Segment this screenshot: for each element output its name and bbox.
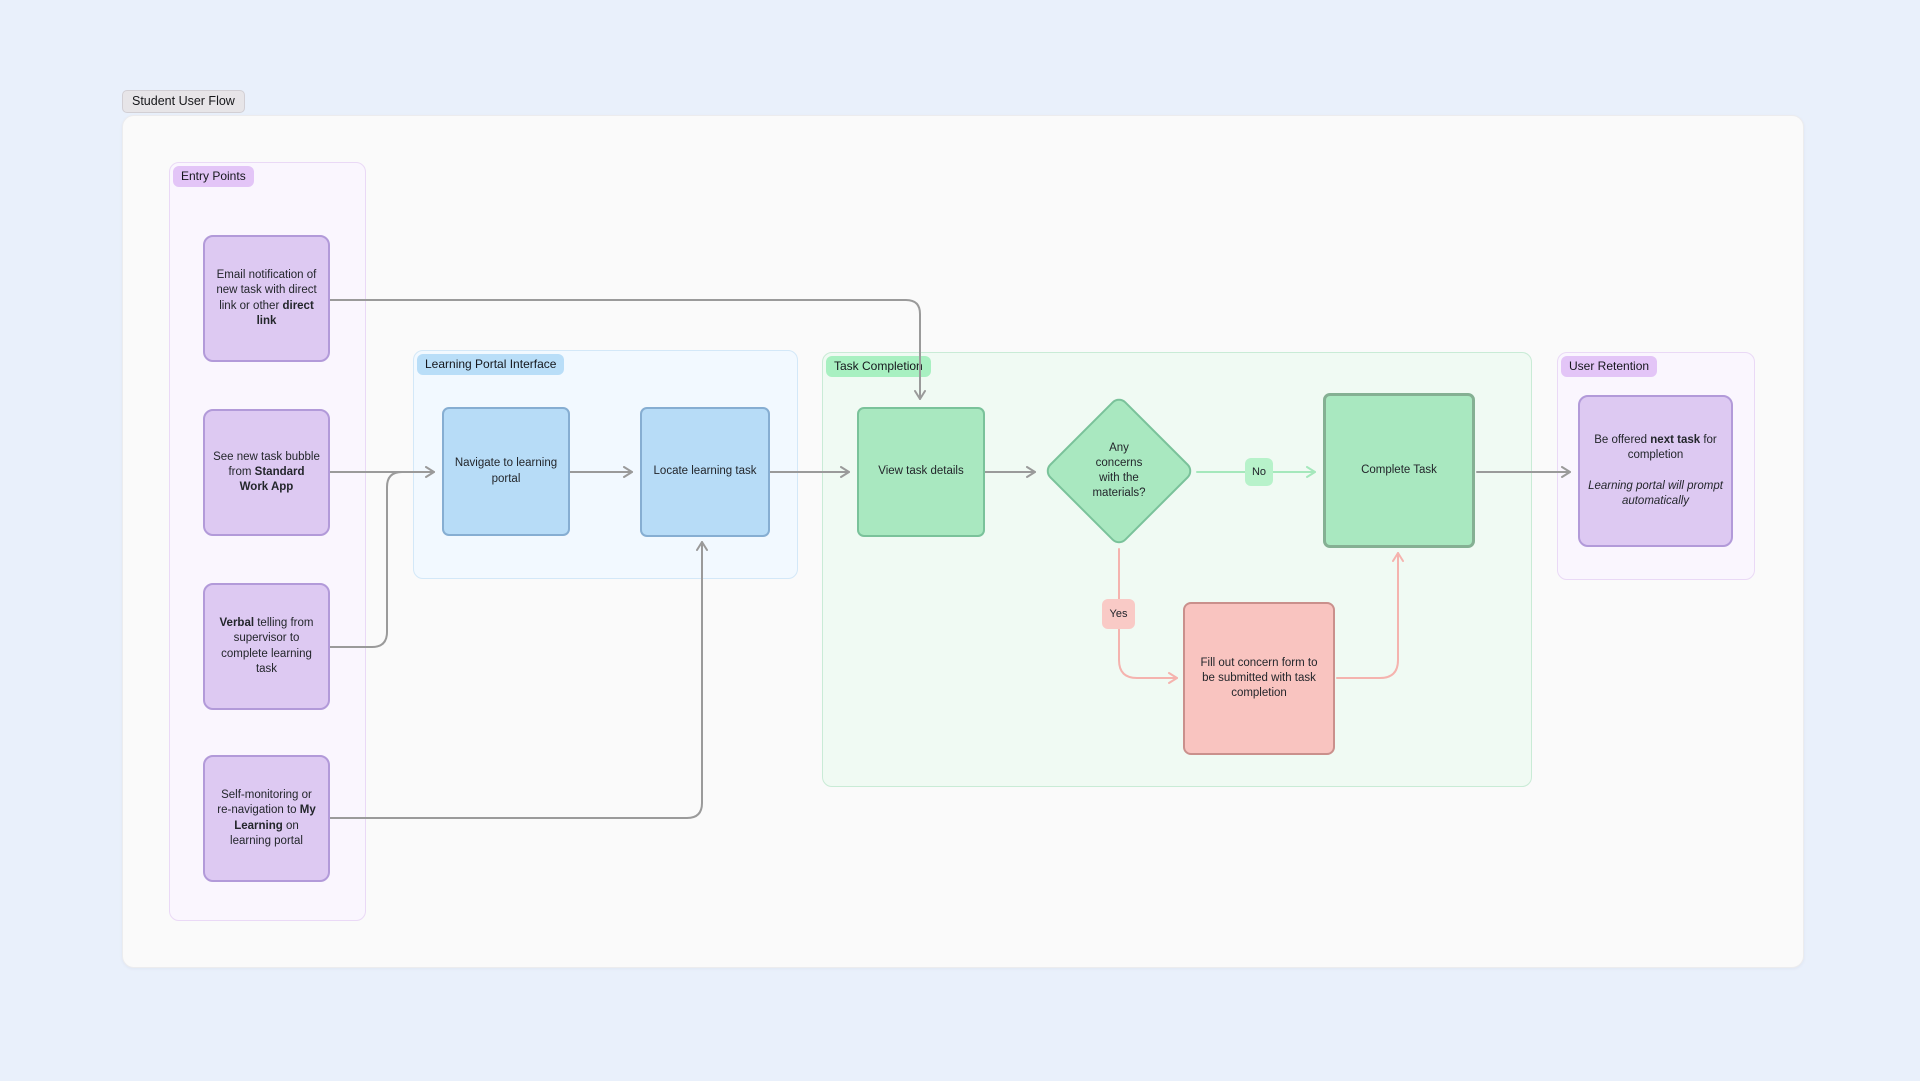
- node-locate-task-text: Locate learning task: [653, 465, 757, 478]
- node-navigate-portal-text: Navigate to learning portal: [454, 457, 558, 485]
- diagram-title[interactable]: Student User Flow: [122, 90, 245, 113]
- node-new-task-bubble-text: See new task bubble from Standard Work A…: [213, 450, 320, 494]
- node-locate-task[interactable]: Locate learning task: [640, 407, 770, 537]
- connector-selfmonitoring-to-locate[interactable]: [329, 541, 708, 819]
- decision-diamond-text: Any concerns with the materials?: [1092, 442, 1146, 499]
- connector-concern-form-to-complete[interactable]: [1336, 552, 1404, 679]
- section-label-learning-portal-interface[interactable]: Learning Portal Interface: [417, 354, 565, 375]
- node-self-monitoring-text: Self-monitoring or re-navigation to My L…: [217, 789, 316, 847]
- connector-verbal-to-navigate[interactable]: [329, 471, 403, 648]
- node-offered-next-task-note: Learning portal will prompt automaticall…: [1588, 479, 1723, 507]
- section-label-user-retention[interactable]: User Retention: [1561, 356, 1658, 377]
- node-concern-form-text: Fill out concern form to be submitted wi…: [1200, 656, 1318, 700]
- node-verbal-telling-text: Verbal telling from supervisor to comple…: [219, 617, 314, 675]
- connector-decision-yes-to-concern-form[interactable]: [1118, 548, 1178, 684]
- node-offered-next-task-text: Be offered next task for completion: [1594, 434, 1717, 462]
- node-new-task-bubble[interactable]: See new task bubble from Standard Work A…: [203, 409, 330, 536]
- node-complete-task[interactable]: Complete Task: [1323, 393, 1475, 548]
- node-offered-next-task[interactable]: Be offered next task for completion Lear…: [1578, 395, 1733, 547]
- node-view-task-details[interactable]: View task details: [857, 407, 985, 537]
- connector-email-to-view-task[interactable]: [329, 299, 926, 400]
- section-label-entry-points[interactable]: Entry Points: [173, 166, 254, 187]
- node-email-notification[interactable]: Email notification of new task with dire…: [203, 235, 330, 362]
- node-verbal-telling[interactable]: Verbal telling from supervisor to comple…: [203, 583, 330, 710]
- node-self-monitoring[interactable]: Self-monitoring or re-navigation to My L…: [203, 755, 330, 882]
- edge-label-no[interactable]: No: [1245, 458, 1273, 486]
- node-concern-form[interactable]: Fill out concern form to be submitted wi…: [1183, 602, 1335, 755]
- edge-label-yes[interactable]: Yes: [1102, 599, 1135, 629]
- node-view-task-details-text: View task details: [878, 465, 964, 478]
- node-email-notification-text: Email notification of new task with dire…: [216, 269, 317, 327]
- node-navigate-portal[interactable]: Navigate to learning portal: [442, 407, 570, 536]
- node-complete-task-text: Complete Task: [1361, 463, 1437, 476]
- section-label-task-completion[interactable]: Task Completion: [826, 356, 931, 377]
